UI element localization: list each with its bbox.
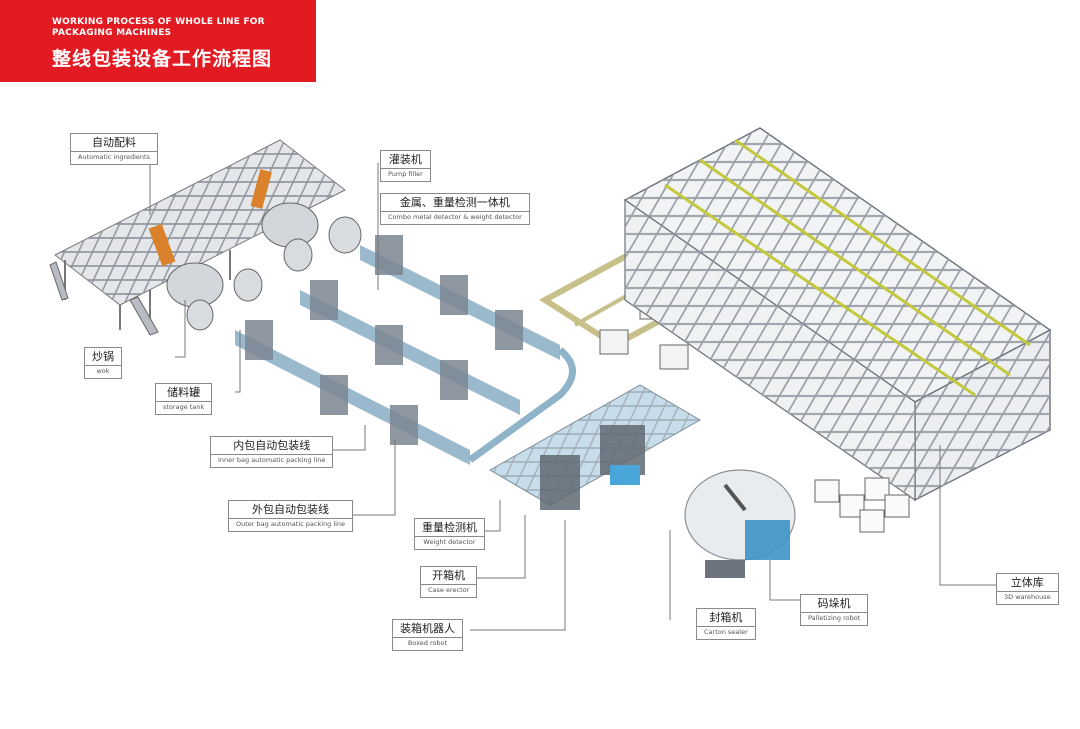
leader-lines <box>149 147 996 631</box>
case-handling-area <box>488 384 702 510</box>
pallet-boxes <box>814 477 910 533</box>
ingredient-platform <box>49 139 346 336</box>
label-3d-warehouse: 立体库 3D warehouse <box>996 573 1059 605</box>
label-wok: 炒锅 wok <box>84 347 122 379</box>
label-outer-bag-line: 外包自动包装线 Outer bag automatic packing line <box>228 500 354 532</box>
warehouse-racks <box>623 127 1052 502</box>
tanks <box>166 202 362 331</box>
label-carton-sealer: 封箱机 Carton sealer <box>696 608 756 640</box>
title-banner: WORKING PROCESS OF WHOLE LINE FOR PACKAG… <box>0 0 316 82</box>
label-pump-filler: 灌装机 Pump filler <box>380 150 431 182</box>
label-automatic-ingredients: 自动配料 Automatic ingredients <box>70 133 158 165</box>
palletizing-cell <box>684 469 796 578</box>
title-english: WORKING PROCESS OF WHOLE LINE FOR PACKAG… <box>52 17 265 38</box>
label-combo-detector: 金属、重量检测一体机 Combo metal detector & weight… <box>380 193 530 225</box>
label-storage-tank: 储料罐 storage tank <box>155 383 213 415</box>
title-chinese: 整线包装设备工作流程图 <box>52 48 273 70</box>
label-palletizing-robot: 码垛机 Palletizing robot <box>800 594 869 626</box>
packing-lines <box>235 235 576 465</box>
label-boxed-robot: 装箱机器人 Boxed robot <box>392 619 463 651</box>
label-inner-bag-line: 内包自动包装线 Inner bag automatic packing line <box>210 436 334 468</box>
label-weight-detector: 重量检测机 Weight detector <box>414 518 485 550</box>
label-case-erector: 开箱机 Case erector <box>420 566 478 598</box>
